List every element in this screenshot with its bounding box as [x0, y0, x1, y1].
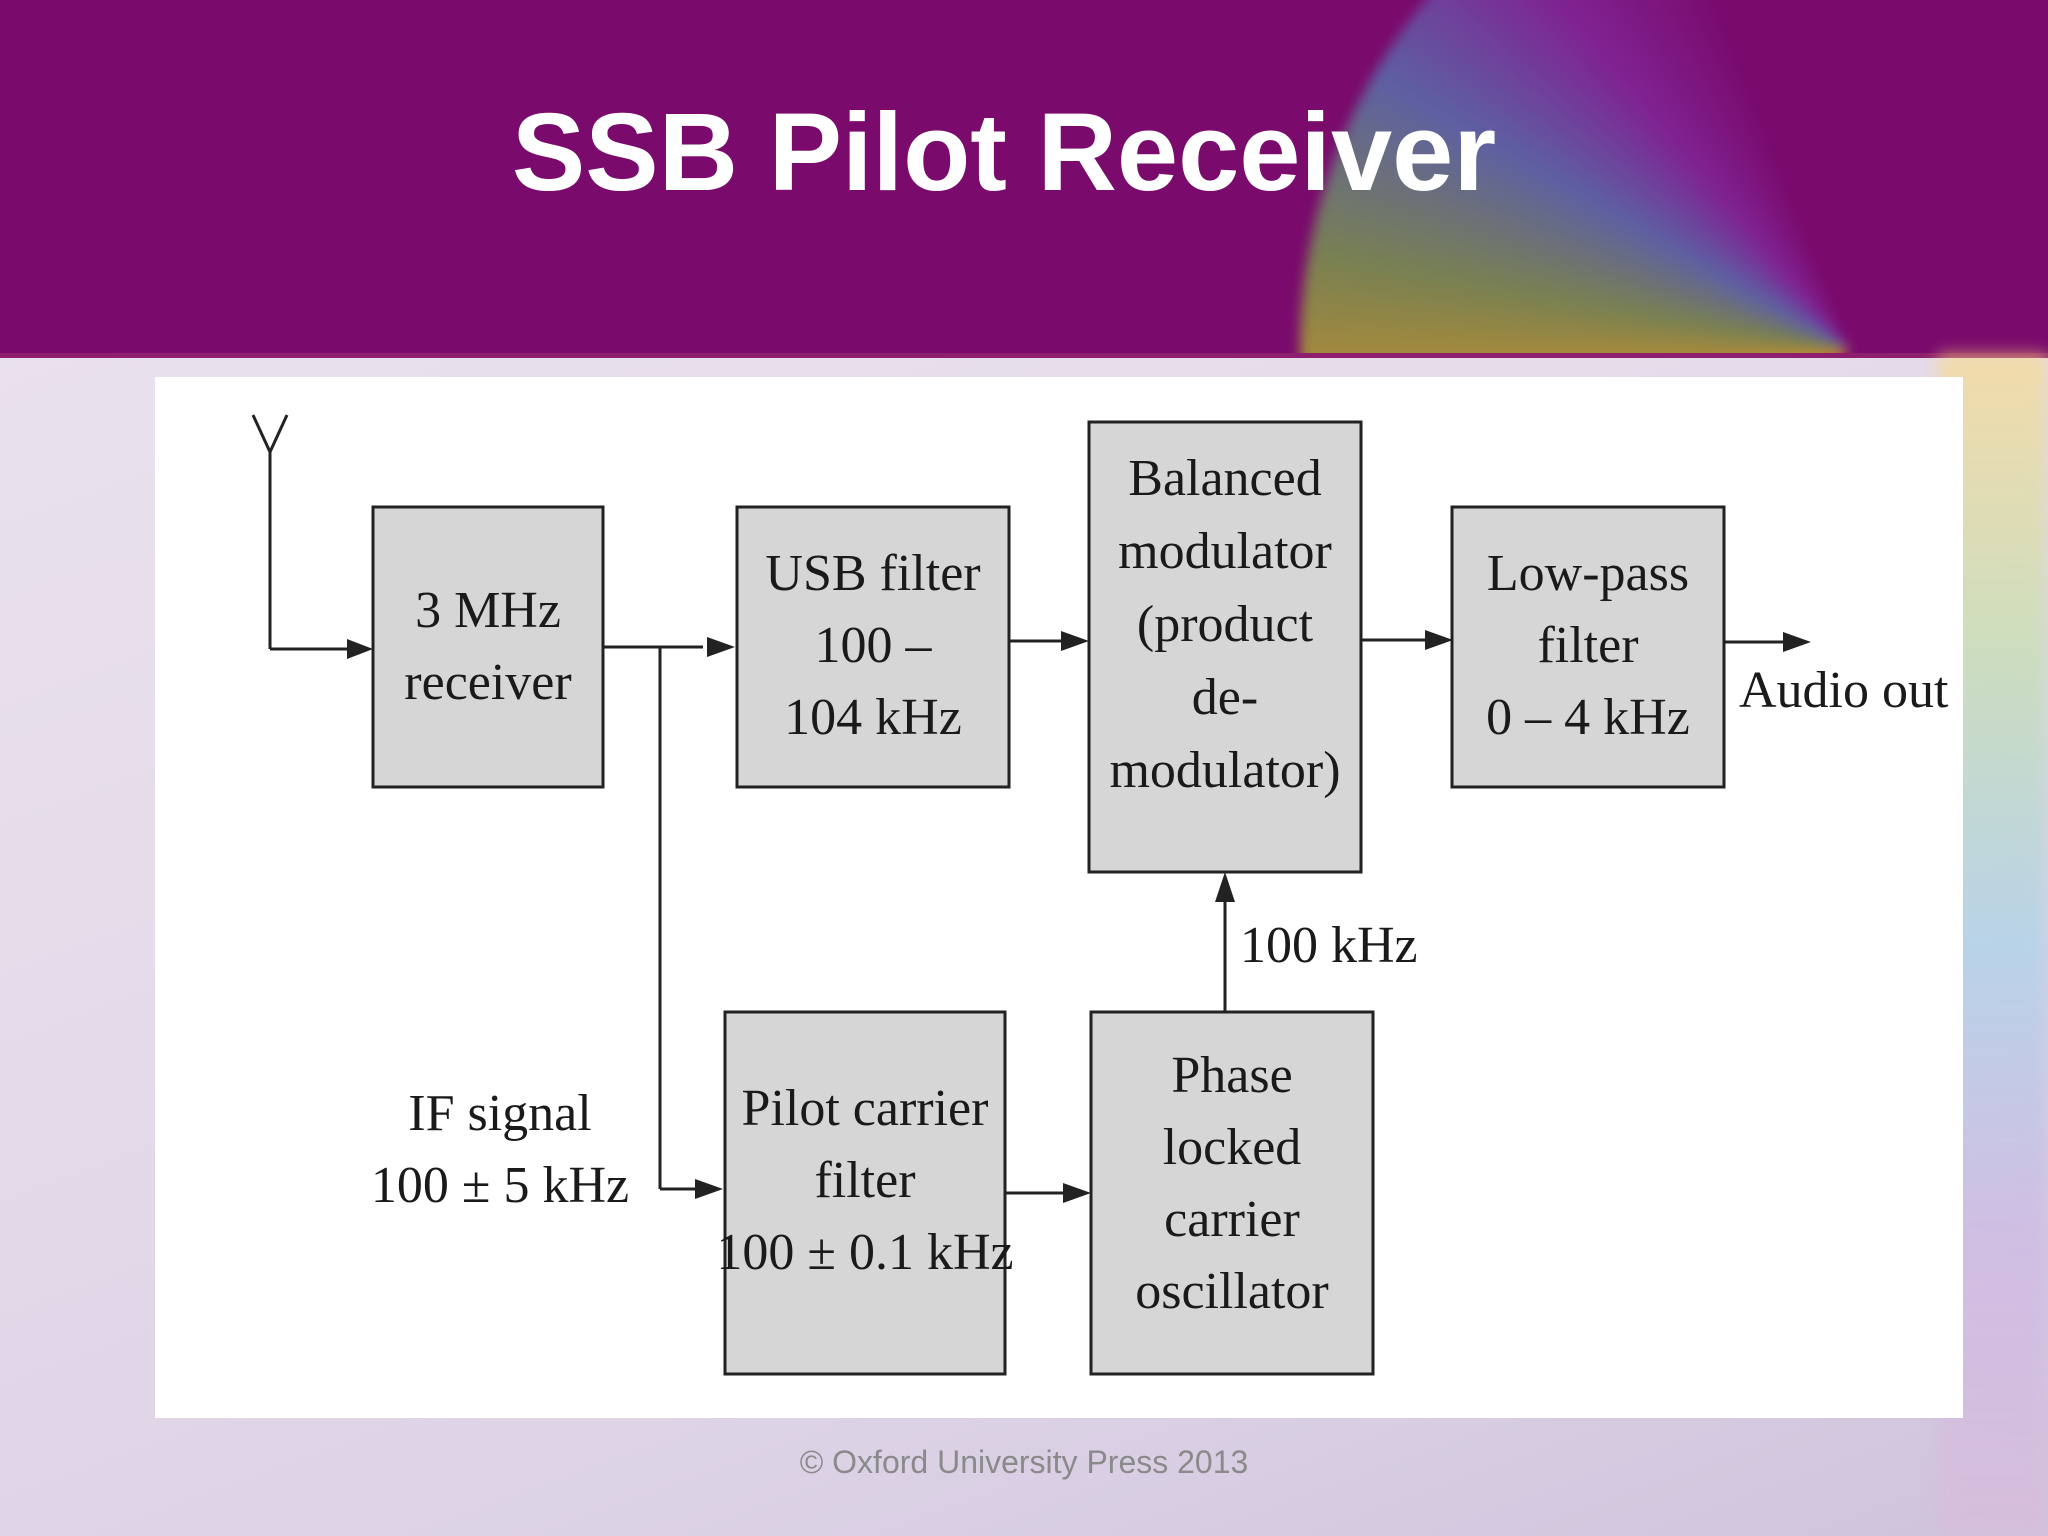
title-bar: SSB Pilot Receiver	[0, 0, 2048, 358]
pilot-filter-label-line1: Pilot carrier	[742, 1080, 989, 1137]
pilot-filter-label-line3: 100 ± 0.1 kHz	[716, 1224, 1013, 1281]
pll-label-line1: Phase	[1171, 1047, 1292, 1104]
usb-filter-label-line1: USB filter	[765, 545, 980, 602]
balanced-modulator-block: Balanced modulator (product de- modulato…	[1087, 420, 1363, 874]
receiver-block: 3 MHz receiver	[371, 505, 605, 789]
modulator-label-line4: de-	[1192, 669, 1258, 726]
slide-title: SSB Pilot Receiver	[511, 91, 1497, 214]
if-signal-label: IF signal 100 ± 5 kHz	[371, 1085, 629, 1214]
block-diagram: 3 MHz receiver USB filter 100 – 104 kHz …	[251, 414, 1949, 1376]
if-signal-label-line2: 100 ± 5 kHz	[371, 1157, 629, 1214]
modulator-label-line1: Balanced	[1128, 450, 1321, 507]
pll-label-line2: locked	[1163, 1119, 1302, 1176]
pilot-filter-label-line2: filter	[814, 1152, 915, 1209]
pll-label-line3: carrier	[1164, 1191, 1300, 1248]
connector-pilot-pll	[1005, 1183, 1091, 1203]
low-pass-filter-block: Low-pass filter 0 – 4 kHz	[1450, 505, 1726, 789]
connector-usb-modulator	[1009, 631, 1089, 651]
modulator-label-line5: modulator)	[1109, 742, 1340, 799]
copyright-notice: © Oxford University Press 2013	[799, 1444, 1249, 1480]
usb-filter-label-line3: 104 kHz	[784, 689, 962, 746]
receiver-label-line1: 3 MHz	[415, 582, 561, 639]
rainbow-decoration	[1300, 0, 2048, 353]
if-signal-label-line1: IF signal	[408, 1085, 591, 1142]
pll-oscillator-block: Phase locked carrier oscillator	[1089, 1010, 1375, 1376]
connector-modulator-lpf	[1361, 630, 1453, 650]
pll-label-line4: oscillator	[1135, 1263, 1329, 1320]
pilot-carrier-filter-block: Pilot carrier filter 100 ± 0.1 kHz	[716, 1010, 1014, 1376]
lpf-label-line3: 0 – 4 kHz	[1486, 689, 1690, 746]
connector-receiver-usb	[603, 637, 735, 1199]
diagram-panel: 3 MHz receiver USB filter 100 – 104 kHz …	[155, 377, 1963, 1418]
lpf-label-line2: filter	[1537, 617, 1638, 674]
usb-filter-block: USB filter 100 – 104 kHz	[735, 505, 1011, 789]
audio-out-label: Audio out	[1739, 662, 1949, 719]
modulator-label-line3: (product	[1137, 596, 1314, 653]
usb-filter-label-line2: 100 –	[815, 617, 933, 674]
antenna-icon	[251, 414, 373, 659]
modulator-label-line2: modulator	[1118, 523, 1332, 580]
audio-out-output: Audio out	[1724, 632, 1949, 719]
receiver-label-line2: receiver	[404, 654, 571, 711]
lpf-label-line1: Low-pass	[1487, 545, 1689, 602]
freq-100khz-label: 100 kHz	[1240, 917, 1418, 974]
connector-pll-modulator: 100 kHz	[1215, 872, 1418, 1012]
